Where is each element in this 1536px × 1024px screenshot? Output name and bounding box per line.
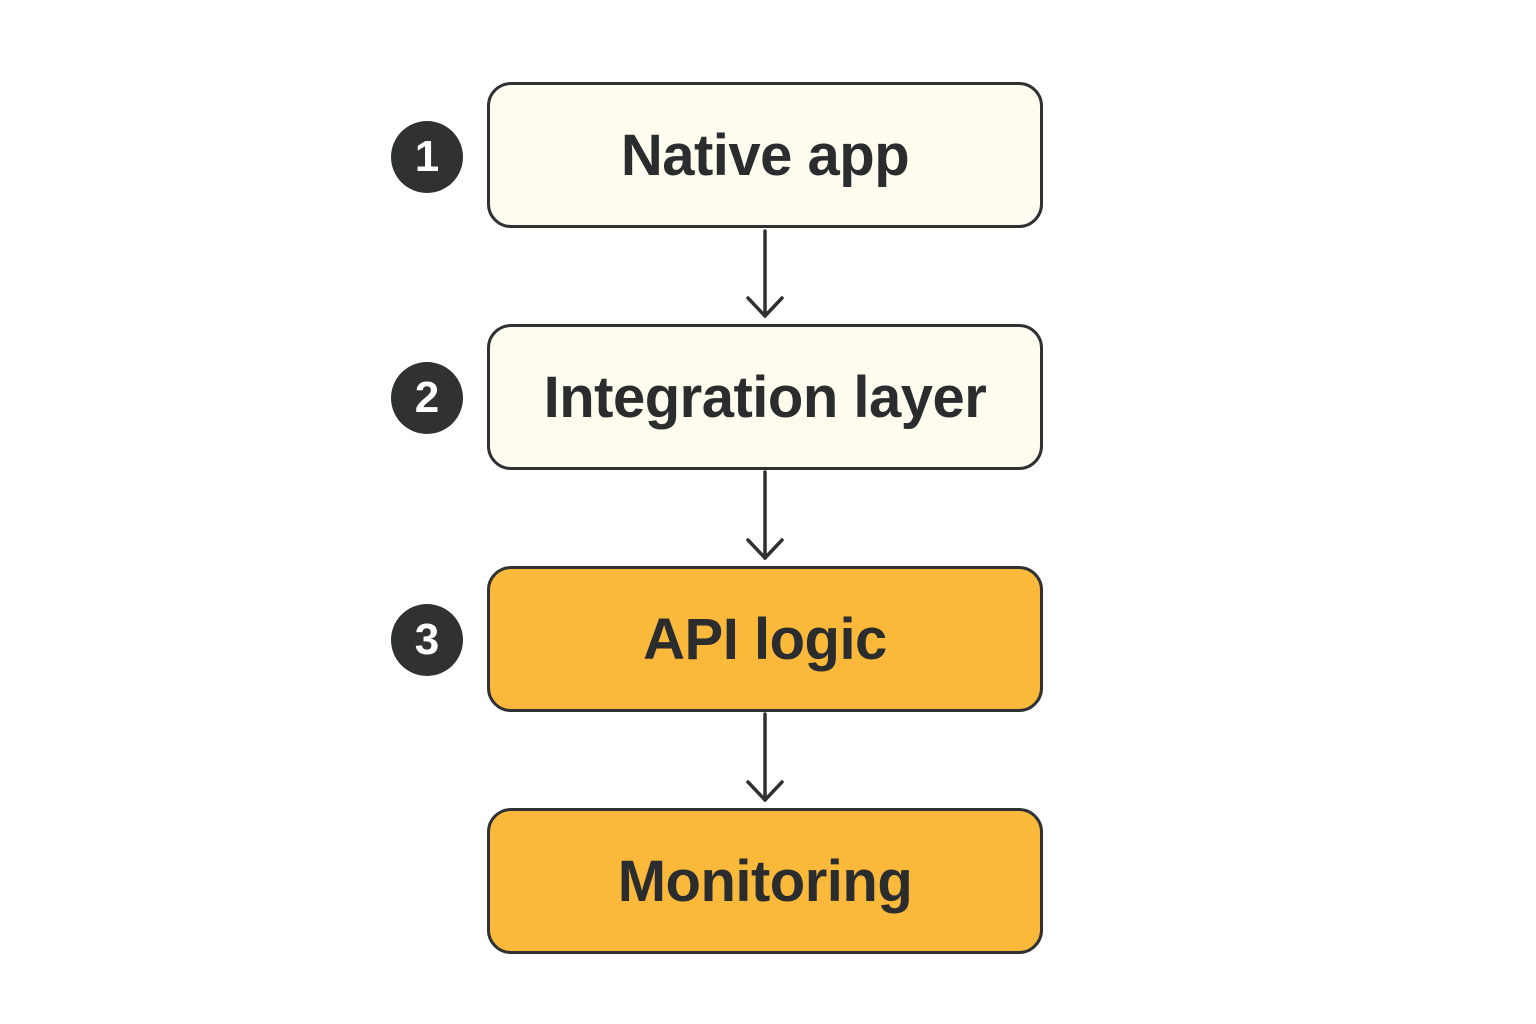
step-number-2: 2 bbox=[414, 373, 440, 422]
step-box-native-app: Native app bbox=[487, 82, 1043, 228]
arrow-3-to-4 bbox=[746, 712, 784, 802]
arrow-1-to-2 bbox=[746, 229, 784, 318]
step-box-api-logic: API logic bbox=[487, 566, 1043, 712]
step-label-monitoring: Monitoring bbox=[617, 848, 913, 914]
step-label-integration-layer: Integration layer bbox=[543, 364, 987, 430]
step-number-1: 1 bbox=[414, 132, 440, 181]
step-label-api-logic: API logic bbox=[643, 606, 887, 672]
arrow-2-to-3 bbox=[746, 470, 784, 560]
step-box-integration-layer: Integration layer bbox=[487, 324, 1043, 470]
step-number-badge-2: 2 bbox=[391, 362, 463, 434]
step-number-badge-1: 1 bbox=[391, 121, 463, 193]
step-label-native-app: Native app bbox=[620, 122, 910, 188]
step-box-monitoring: Monitoring bbox=[487, 808, 1043, 954]
step-number-badge-3: 3 bbox=[391, 604, 463, 676]
step-number-3: 3 bbox=[414, 615, 440, 664]
